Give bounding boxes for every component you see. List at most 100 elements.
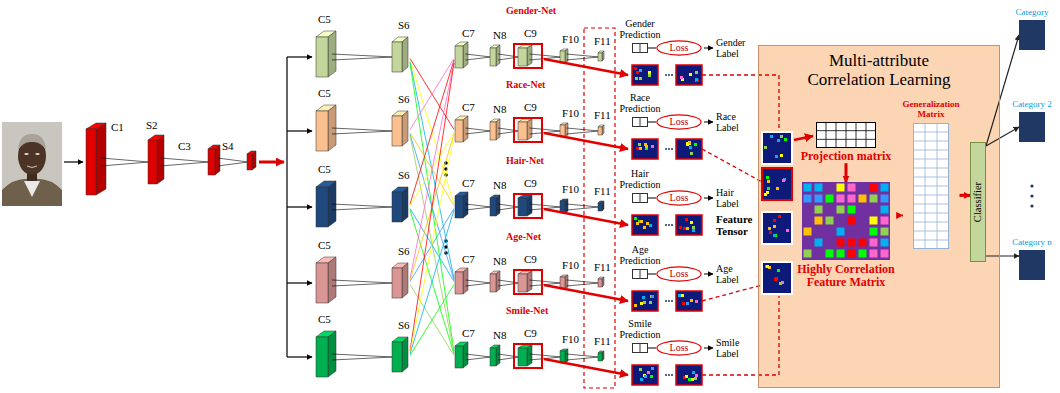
pixel bbox=[643, 226, 646, 229]
pixel bbox=[777, 269, 780, 272]
projection-line bbox=[466, 204, 492, 207]
layer-front bbox=[490, 48, 496, 66]
prediction-icon bbox=[633, 344, 647, 352]
matrix-cell bbox=[837, 239, 845, 247]
layer-front bbox=[518, 122, 527, 140]
matrix-cell bbox=[837, 184, 845, 192]
projection-line bbox=[332, 57, 393, 60]
tensor-label: Feature Tensor bbox=[716, 213, 752, 237]
layer-side bbox=[527, 271, 532, 292]
prediction-label: Smile Prediction bbox=[619, 318, 660, 340]
layer-name: F11 bbox=[594, 109, 611, 121]
layer-name: C9 bbox=[524, 27, 537, 39]
matrix-cell bbox=[848, 195, 856, 203]
layer-name: F11 bbox=[594, 335, 611, 347]
layer-name: S4 bbox=[222, 140, 234, 152]
pixel bbox=[646, 222, 649, 225]
layer-front bbox=[86, 129, 96, 195]
projection-line bbox=[410, 285, 454, 356]
pixel bbox=[780, 154, 783, 157]
ground-truth-label: Age Label bbox=[716, 263, 739, 285]
matrix-cell bbox=[815, 195, 823, 203]
matrix-cell bbox=[848, 250, 856, 258]
dot bbox=[665, 374, 667, 376]
projection-line bbox=[567, 204, 600, 207]
dot bbox=[671, 224, 673, 226]
matrix-cell bbox=[870, 195, 878, 203]
feature-matrix: Highly Correlation Feature Matrix bbox=[790, 182, 902, 289]
projection-line bbox=[101, 158, 149, 162]
layer-side bbox=[565, 275, 568, 289]
pixel bbox=[648, 74, 651, 77]
dashed-link bbox=[702, 149, 762, 182]
layer-front bbox=[392, 342, 402, 372]
layer-name: F11 bbox=[594, 261, 611, 273]
prediction-label: Hair Prediction bbox=[619, 168, 660, 190]
icon-divider bbox=[640, 344, 641, 352]
layer-side bbox=[496, 345, 500, 366]
feature-map bbox=[676, 139, 702, 159]
projection-line bbox=[567, 283, 600, 286]
matrix-cell bbox=[848, 217, 856, 225]
layer-side bbox=[496, 119, 500, 140]
grid-line bbox=[913, 194, 949, 195]
projection-line bbox=[498, 207, 519, 210]
correlation-matrix bbox=[802, 182, 890, 260]
tensor-outline bbox=[762, 212, 792, 244]
shared-output-arrow bbox=[259, 161, 284, 164]
pixel bbox=[767, 187, 770, 190]
projection-line bbox=[530, 128, 562, 131]
feature-map-outline bbox=[676, 65, 702, 85]
branch-arrow bbox=[287, 282, 312, 283]
grid-line bbox=[913, 221, 949, 222]
pixel bbox=[695, 374, 698, 377]
highlight-box bbox=[514, 270, 542, 294]
layer-name: C1 bbox=[111, 121, 124, 133]
layer-front bbox=[208, 149, 215, 175]
matrix-cell bbox=[881, 239, 889, 247]
projection-line bbox=[498, 57, 519, 60]
pixel bbox=[635, 77, 638, 80]
matrix-cell bbox=[859, 195, 867, 203]
projection-line bbox=[466, 57, 492, 60]
highlight-box bbox=[514, 194, 542, 218]
layer-side bbox=[463, 342, 468, 368]
matrix-cell bbox=[804, 195, 812, 203]
layer-side bbox=[463, 116, 468, 142]
pixel bbox=[694, 377, 697, 380]
ground-truth-label: Race Label bbox=[716, 111, 739, 133]
matrix-cell bbox=[837, 250, 845, 258]
branch-name: Gender-Net bbox=[506, 5, 556, 16]
grid-line bbox=[846, 122, 847, 148]
photo-collar bbox=[24, 181, 40, 197]
layer-name: C7 bbox=[462, 27, 475, 39]
layer-name: S6 bbox=[398, 19, 410, 31]
layer-name: S6 bbox=[398, 169, 410, 181]
feature-map-outline bbox=[676, 291, 702, 311]
projection-line bbox=[567, 354, 600, 357]
loss-text: Loss bbox=[656, 266, 702, 282]
projection-line bbox=[498, 354, 519, 357]
pixel bbox=[688, 141, 691, 144]
layer-name: F10 bbox=[562, 107, 579, 119]
pixel bbox=[770, 135, 773, 138]
tensor-slice bbox=[762, 262, 792, 294]
projection-line bbox=[498, 280, 519, 283]
pixel bbox=[765, 265, 768, 268]
projection-line bbox=[410, 60, 454, 204]
pixel bbox=[639, 77, 642, 80]
branch-arrow bbox=[287, 56, 312, 57]
connector bbox=[986, 35, 1019, 146]
pixel bbox=[779, 282, 782, 285]
pixel bbox=[778, 215, 781, 218]
dot bbox=[668, 148, 670, 150]
layer-front bbox=[247, 154, 252, 170]
layer-side bbox=[527, 45, 532, 66]
pixel bbox=[784, 138, 787, 141]
dot bbox=[671, 74, 673, 76]
prediction-icon bbox=[633, 44, 647, 52]
feature-map bbox=[632, 139, 658, 159]
grid-line bbox=[913, 239, 949, 240]
pixel bbox=[695, 300, 698, 303]
